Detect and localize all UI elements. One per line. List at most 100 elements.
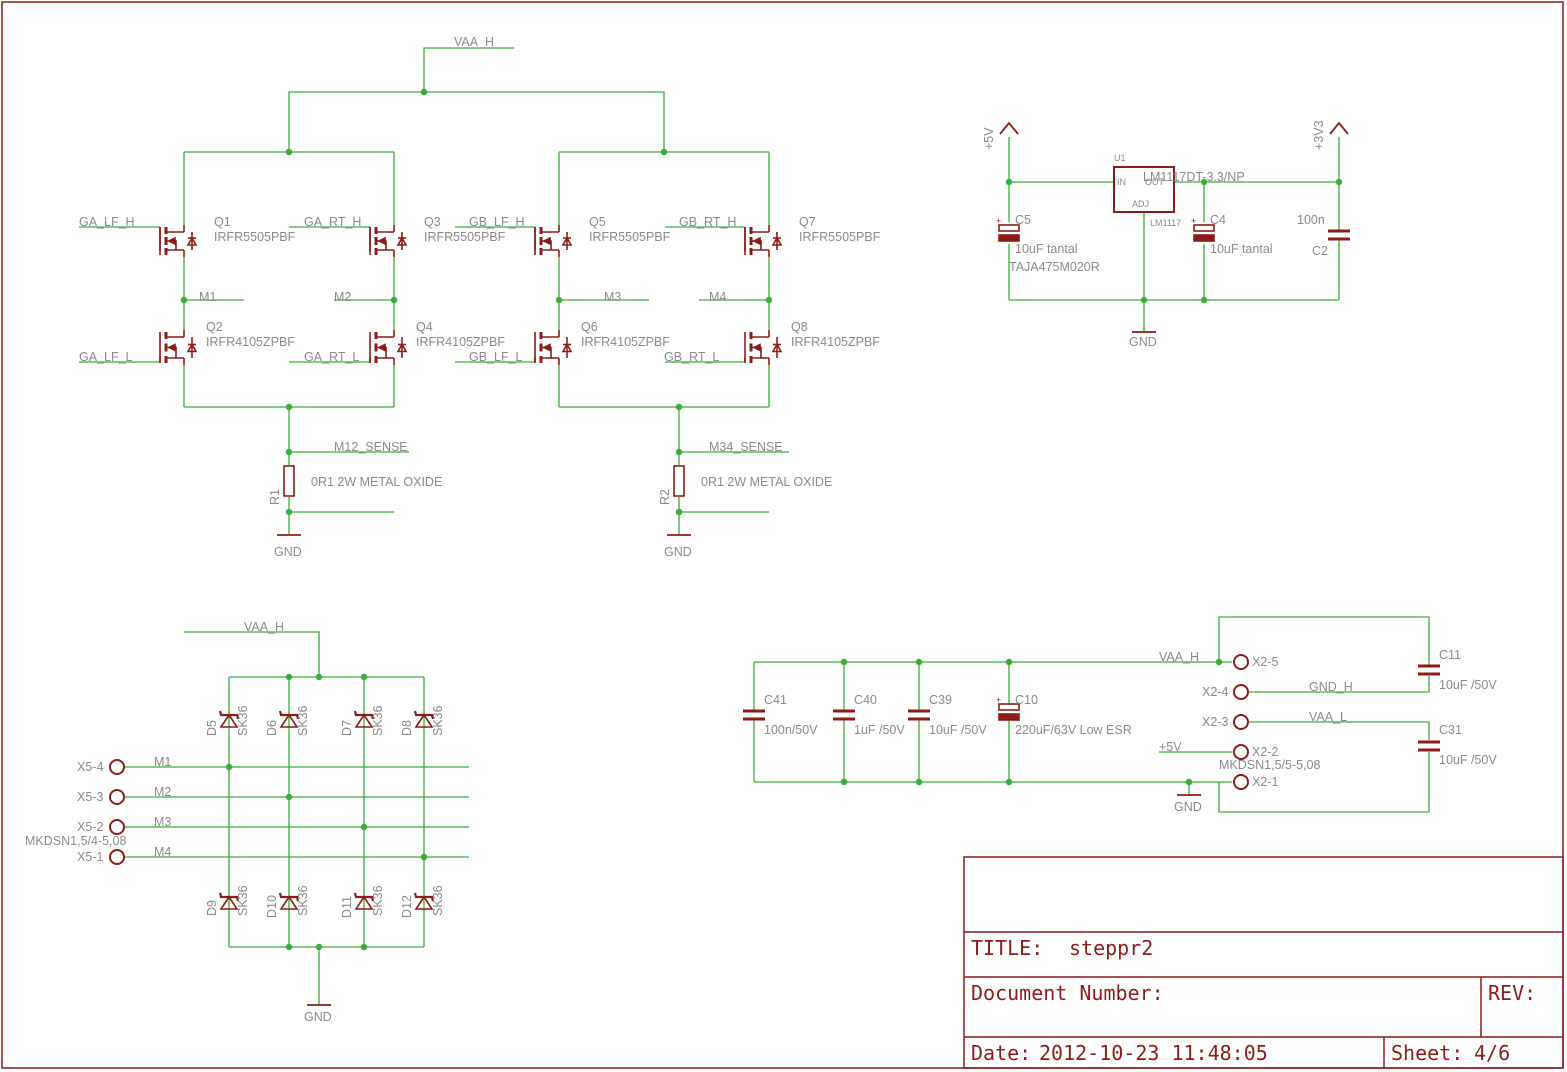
net-label: M3 [154, 815, 171, 829]
diode-symbol [278, 892, 300, 910]
junction-dot [420, 88, 428, 96]
junction-dot [1200, 296, 1208, 304]
junction-dot [660, 148, 668, 156]
part-ref: Q3 [424, 215, 441, 229]
net-label: M2 [154, 785, 171, 799]
polarized-capacitor-symbol: + [996, 216, 1020, 242]
part-ref: Q1 [214, 215, 231, 229]
net-labels: VAA_H GA_LF_H GA_RT_H GB_LF_H GB_RT_H GA… [79, 35, 1353, 1024]
junction-dot [915, 658, 923, 666]
net-label: GND [1129, 335, 1157, 349]
junction-dot [360, 943, 368, 951]
junction-dot [840, 778, 848, 786]
resistor-symbols [283, 465, 685, 497]
terminal-x5-4 [109, 759, 125, 775]
diode-symbol [353, 892, 375, 910]
part-number: MKDSN1,5/5-5,08 [1219, 758, 1320, 772]
part-ref: Q6 [581, 320, 598, 334]
terminal-x2-5 [1233, 654, 1249, 670]
part-value: 100n [1297, 213, 1325, 227]
part-value: IRFR4105ZPBF [581, 335, 670, 349]
junction-dots [180, 88, 1343, 951]
pin-label: X5-1 [77, 850, 103, 864]
sheet-label: Sheet: [1391, 1041, 1463, 1065]
net-label: VAA_H [1159, 650, 1199, 664]
part-value: SK36 [236, 705, 250, 736]
net-label: M3 [604, 290, 621, 304]
mosfet-symbol [369, 225, 408, 257]
pin-label: X2-5 [1252, 655, 1278, 669]
diode-bridge-wires [125, 631, 469, 1005]
package-label: LM1117 [1150, 218, 1181, 228]
svg-text:+: + [996, 695, 1001, 705]
part-value: SK36 [296, 885, 310, 916]
terminal-x2-1 [1233, 774, 1249, 790]
junction-dot [390, 296, 398, 304]
part-ref: D9 [205, 900, 219, 916]
page-title: steppr2 [1069, 936, 1153, 960]
resistor-r1 [283, 465, 295, 497]
part-ref: D5 [205, 720, 219, 736]
junction-dot [555, 296, 563, 304]
part-number: MKDSN1,5/4-5,08 [25, 834, 126, 848]
part-ref: D8 [400, 720, 414, 736]
part-ref: C11 [1439, 648, 1461, 662]
part-ref: R2 [658, 489, 672, 505]
junction-dot [285, 793, 293, 801]
mosfet-symbol [534, 330, 573, 365]
net-label: M1 [199, 290, 216, 304]
net-label: GB_LF_H [469, 215, 525, 229]
terminal-symbols [109, 654, 1249, 865]
part-value: 100n/50V [764, 723, 818, 737]
net-label: +3V3 [1312, 120, 1326, 150]
pin-label: X2-3 [1202, 715, 1228, 729]
mosfet-symbol [369, 330, 408, 365]
junction-dot [420, 853, 428, 861]
net-label: GND_H [1309, 680, 1353, 694]
part-ref: C4 [1210, 213, 1226, 227]
mosfet-symbol [534, 225, 573, 257]
diode-symbols [218, 710, 435, 910]
terminal-x2-3 [1233, 714, 1249, 730]
junction-dot [675, 508, 683, 516]
part-number: TAJA475M020R [1009, 260, 1100, 274]
net-label: M34_SENSE [709, 440, 783, 454]
net-label: GND [1174, 800, 1202, 814]
junction-dot [285, 448, 293, 456]
junction-dot [285, 673, 293, 681]
part-ref: Q4 [416, 320, 433, 334]
junction-dot [840, 658, 848, 666]
part-value: LM1117DT-3.3/NP [1143, 170, 1245, 184]
net-label: VAA_H [244, 620, 284, 634]
mosfet-symbols [159, 225, 783, 365]
diode-symbol [218, 710, 240, 728]
h-bridge-wires [79, 47, 789, 535]
terminal-x5-1 [109, 849, 125, 865]
pin-label: ADJ [1132, 199, 1149, 209]
capacitor-symbol [743, 709, 765, 721]
junction-dot [360, 823, 368, 831]
part-value: SK36 [296, 705, 310, 736]
junction-dot [1335, 178, 1343, 186]
junction-dot [285, 403, 293, 411]
net-label: GB_RT_H [679, 215, 736, 229]
junction-dot [675, 448, 683, 456]
part-ref: Q8 [791, 320, 808, 334]
net-label: M4 [709, 290, 726, 304]
net-label: GB_LF_L [469, 350, 523, 364]
supply-symbols [277, 121, 1349, 1006]
part-value: SK36 [431, 705, 445, 736]
part-ref: D7 [340, 720, 354, 736]
part-value: IRFR4105ZPBF [206, 335, 295, 349]
part-ref: D10 [265, 895, 279, 918]
net-label: VAA_L [1309, 710, 1347, 724]
part-ref: C40 [854, 693, 877, 707]
terminal-x2-4 [1233, 684, 1249, 700]
polarized-capacitor-symbol: + [1191, 216, 1215, 242]
part-value: IRFR4105ZPBF [791, 335, 880, 349]
part-value: SK36 [431, 885, 445, 916]
part-ref: D6 [265, 720, 279, 736]
junction-dot [1005, 658, 1013, 666]
part-ref: U1 [1114, 153, 1126, 163]
